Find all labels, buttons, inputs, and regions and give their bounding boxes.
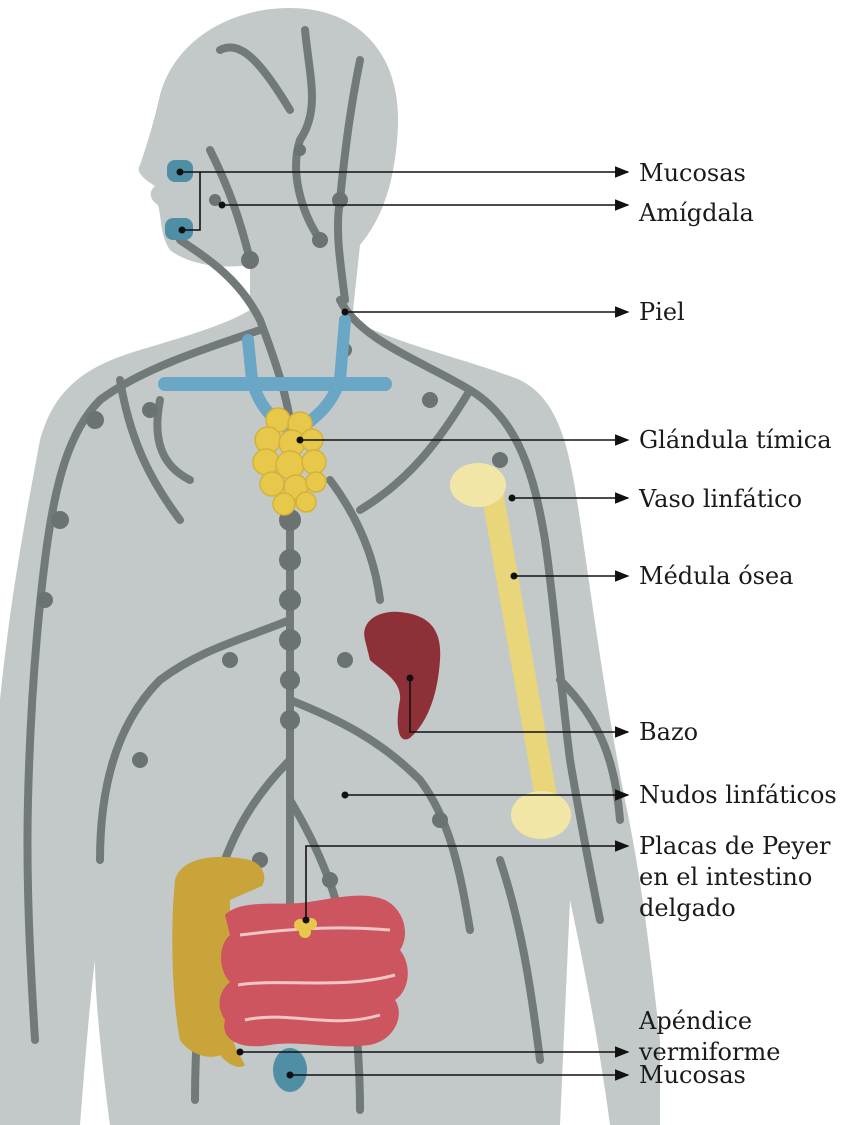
small-intestine [220,896,408,1047]
label-vaso-linfatico: Vaso linfático [639,484,802,515]
label-placas-peyer: Placas de Peyer en el intestino delgado [639,831,831,924]
label-medula-osea: Médula ósea [639,561,794,592]
label-nudos-linfaticos: Nudos linfáticos [639,780,837,811]
label-mucosas-top: Mucosas [639,158,746,189]
label-piel: Piel [639,297,685,328]
label-mucosas-bottom: Mucosas [639,1060,746,1091]
label-bazo: Bazo [639,717,698,748]
label-apendice: Apéndice vermiforme [639,1006,780,1068]
label-glandula-timica: Glándula tímica [639,425,832,456]
mucosa-bladder [273,1048,307,1092]
label-amigdala: Amígdala [639,198,754,229]
